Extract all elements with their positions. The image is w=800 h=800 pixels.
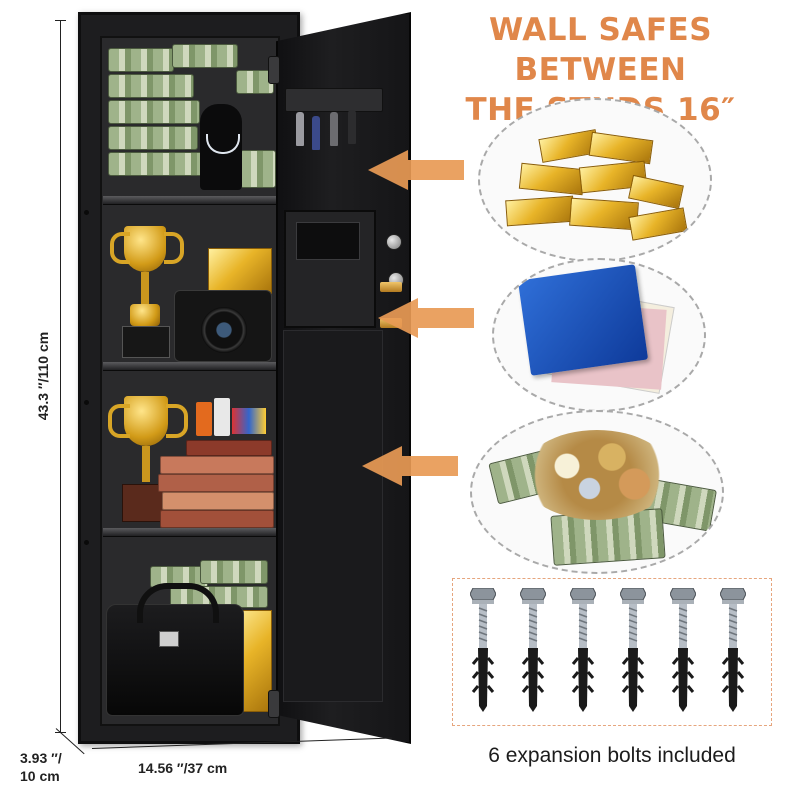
door-panel [283,330,383,702]
height-dimension-line [60,20,61,732]
camera [174,290,272,362]
expansion-bolt [619,587,647,712]
door-hinge [268,690,280,718]
height-label: 43.3 ″/110 cm [35,331,51,421]
expansion-bolts-panel [452,578,772,726]
expansion-bolt [569,587,597,712]
cash-stack [240,150,276,188]
arrow-left [368,150,464,190]
credit-cards [232,408,266,434]
locking-bolt [380,282,402,292]
key-rack [285,88,383,112]
mounting-hole [84,540,89,545]
arrow-left [378,298,474,338]
expansion-bolt [519,587,547,712]
book [158,474,274,492]
gold-box [208,248,272,294]
cash-stack [172,44,238,68]
shelf [103,362,279,371]
shelf [103,196,279,205]
mounting-hole [84,400,89,405]
key [312,116,320,150]
cash-stack [200,560,268,584]
pill-bottle [214,398,230,436]
mounting-hole [84,210,89,215]
door-hinge [268,56,280,84]
depth-label-line-1: 3.93 ″/ [20,750,62,766]
lock-knob[interactable] [386,234,402,250]
key [348,110,356,144]
key [296,112,304,146]
oval-gold-bars [478,98,712,262]
oval-documents [492,258,706,412]
oval-jewelry-cash [470,410,724,574]
cash-stack [108,100,200,124]
expansion-bolts [452,587,772,718]
shelf [103,528,279,537]
book [160,510,274,528]
pill-bottle [196,402,212,436]
width-label: 14.56 ″/37 cm [138,760,228,776]
necklace [206,134,240,154]
expansion-bolt [719,587,747,712]
trophy [110,226,184,358]
cash-stack [108,126,198,150]
expansion-bolt [469,587,497,712]
book [162,492,274,510]
key [330,112,338,146]
cash-stack [108,48,174,72]
depth-label-line-2: 10 cm [20,768,60,784]
expansion-bolt [669,587,697,712]
book [186,440,272,456]
leather-bag [106,583,244,716]
cash-stack [108,74,194,98]
bolts-caption: 6 expansion bolts included [488,744,736,767]
dimension-tick [55,20,66,21]
jewelry-bust [200,104,242,190]
headline-line-1: WALL SAFES BETWEEN [488,12,713,88]
arrow-left [362,446,458,486]
cash-stack [108,152,204,176]
keypad[interactable] [296,222,360,260]
book [160,456,274,474]
